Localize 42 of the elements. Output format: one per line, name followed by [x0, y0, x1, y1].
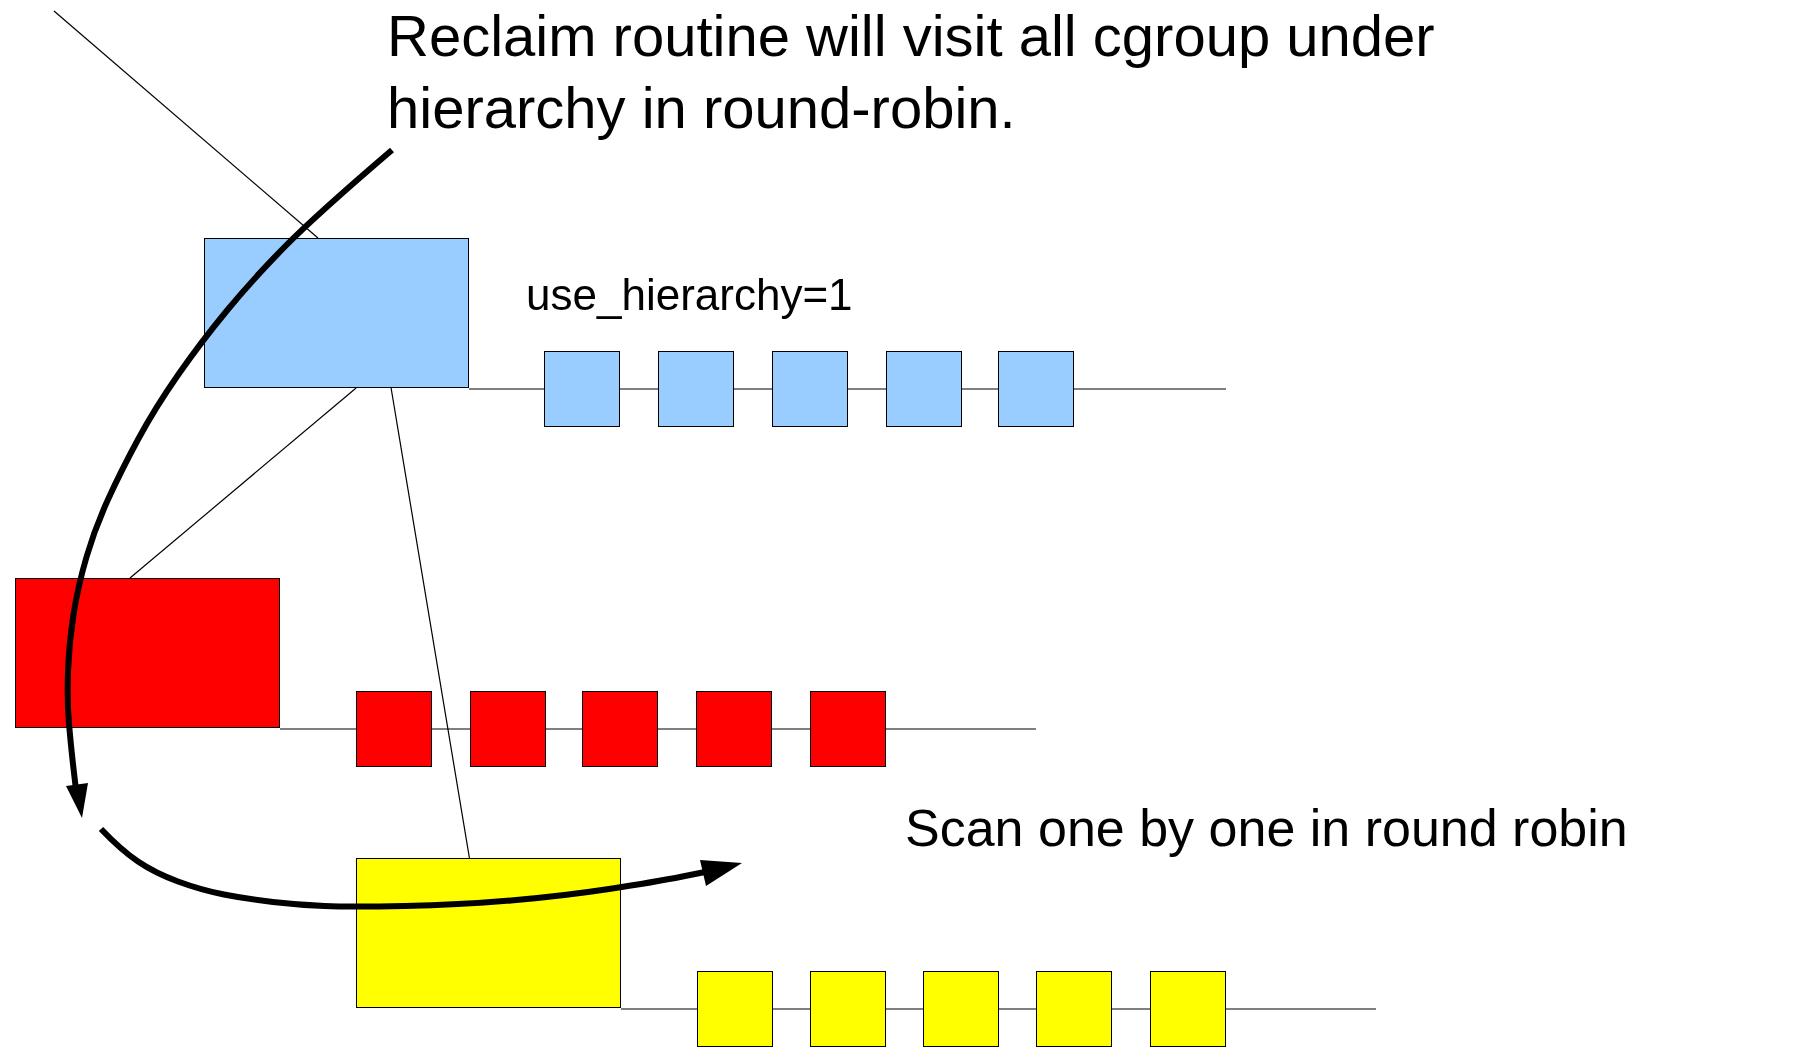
cgroup-box [204, 238, 469, 388]
connector-line [885, 1008, 924, 1010]
cgroup-box [810, 971, 886, 1047]
cgroup-box [923, 971, 999, 1047]
cgroup-box [356, 858, 621, 1008]
setting-label: use_hierarchy=1 [526, 270, 853, 320]
connector-line [279, 728, 357, 730]
cgroup-box [697, 971, 773, 1047]
connector-line [468, 388, 545, 390]
cgroup-box [772, 351, 848, 427]
cgroup-box [356, 691, 432, 767]
connector-line [620, 1008, 698, 1010]
connector-line [1073, 388, 1227, 390]
cgroup-box [15, 578, 280, 728]
connector-line [733, 388, 773, 390]
connector-line [545, 728, 583, 730]
connector-line [847, 388, 887, 390]
cgroup-box [582, 691, 658, 767]
connector-line [657, 728, 697, 730]
cgroup-box [886, 351, 962, 427]
cgroup-box [998, 351, 1074, 427]
cgroup-box [544, 351, 620, 427]
connector-line [771, 728, 811, 730]
connector-line [772, 1008, 811, 1010]
cgroup-box [696, 691, 772, 767]
cgroup-box [1150, 971, 1226, 1047]
connector-line [961, 388, 999, 390]
title: Reclaim routine will visit all cgroup under hierarchy in round-robin. [387, 2, 1436, 142]
connector-line [129, 387, 357, 579]
connector-line [1225, 1008, 1377, 1010]
connector-line [431, 728, 471, 730]
connector-line [1111, 1008, 1151, 1010]
connector-line [885, 728, 1037, 730]
cgroup-box [470, 691, 546, 767]
note-text: Scan one by one in round robin [905, 798, 1628, 858]
cgroup-box [1036, 971, 1112, 1047]
connector-line [390, 387, 471, 859]
cgroup-box [658, 351, 734, 427]
connector-line [998, 1008, 1037, 1010]
connector-line [619, 388, 659, 390]
cgroup-box [810, 691, 886, 767]
connector-line [53, 10, 319, 239]
